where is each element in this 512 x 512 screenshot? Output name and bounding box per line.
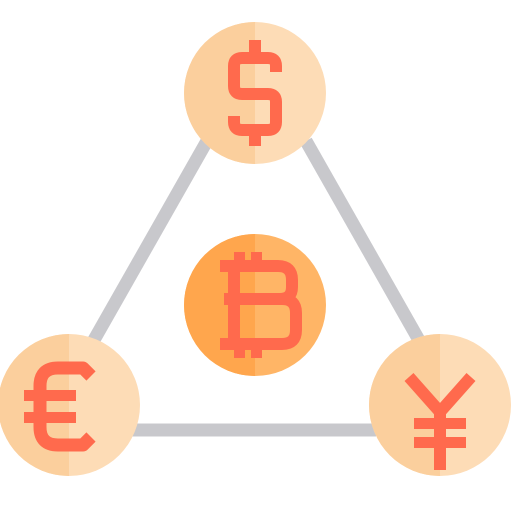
connector-lines — [80, 137, 434, 437]
dollar-icon — [228, 40, 282, 146]
dollar-coin — [184, 22, 326, 164]
connector-dollar-yen — [300, 137, 434, 360]
yen-icon — [404, 373, 476, 470]
bitcoin-coin — [184, 234, 326, 376]
connector-dollar-euro — [80, 137, 213, 358]
bitcoin-icon — [220, 252, 302, 358]
euro-icon — [24, 361, 96, 452]
yen-coin — [369, 334, 511, 476]
euro-coin — [0, 334, 140, 476]
